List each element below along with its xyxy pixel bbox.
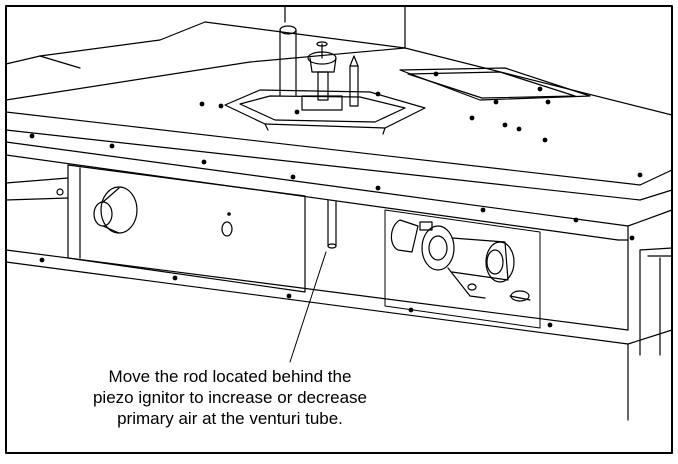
air-adjust-rod	[328, 200, 336, 248]
left-control-panel	[6, 165, 305, 292]
deck-opening	[400, 68, 590, 100]
gas-valve-assembly	[385, 210, 540, 328]
front-fascia	[6, 142, 628, 420]
callout-leader	[290, 252, 326, 362]
rivets	[29, 71, 643, 328]
callout-line-3: primary air at the venturi tube.	[117, 409, 343, 428]
callout-text: Move the rod located behind the piezo ig…	[60, 366, 400, 429]
top-deck	[6, 48, 672, 200]
back-wall	[205, 6, 672, 115]
left-top-panel	[6, 22, 205, 68]
callout-line-1: Move the rod located behind the	[108, 367, 352, 386]
burner-valve	[302, 42, 358, 110]
piezo-ignitor-knob	[94, 187, 232, 236]
figure-border	[6, 6, 672, 453]
callout-line-2: piezo ignitor to increase or decrease	[92, 388, 368, 407]
burner-mount-plate	[225, 90, 425, 134]
standpipe	[280, 26, 296, 96]
right-side-panel	[628, 210, 672, 355]
